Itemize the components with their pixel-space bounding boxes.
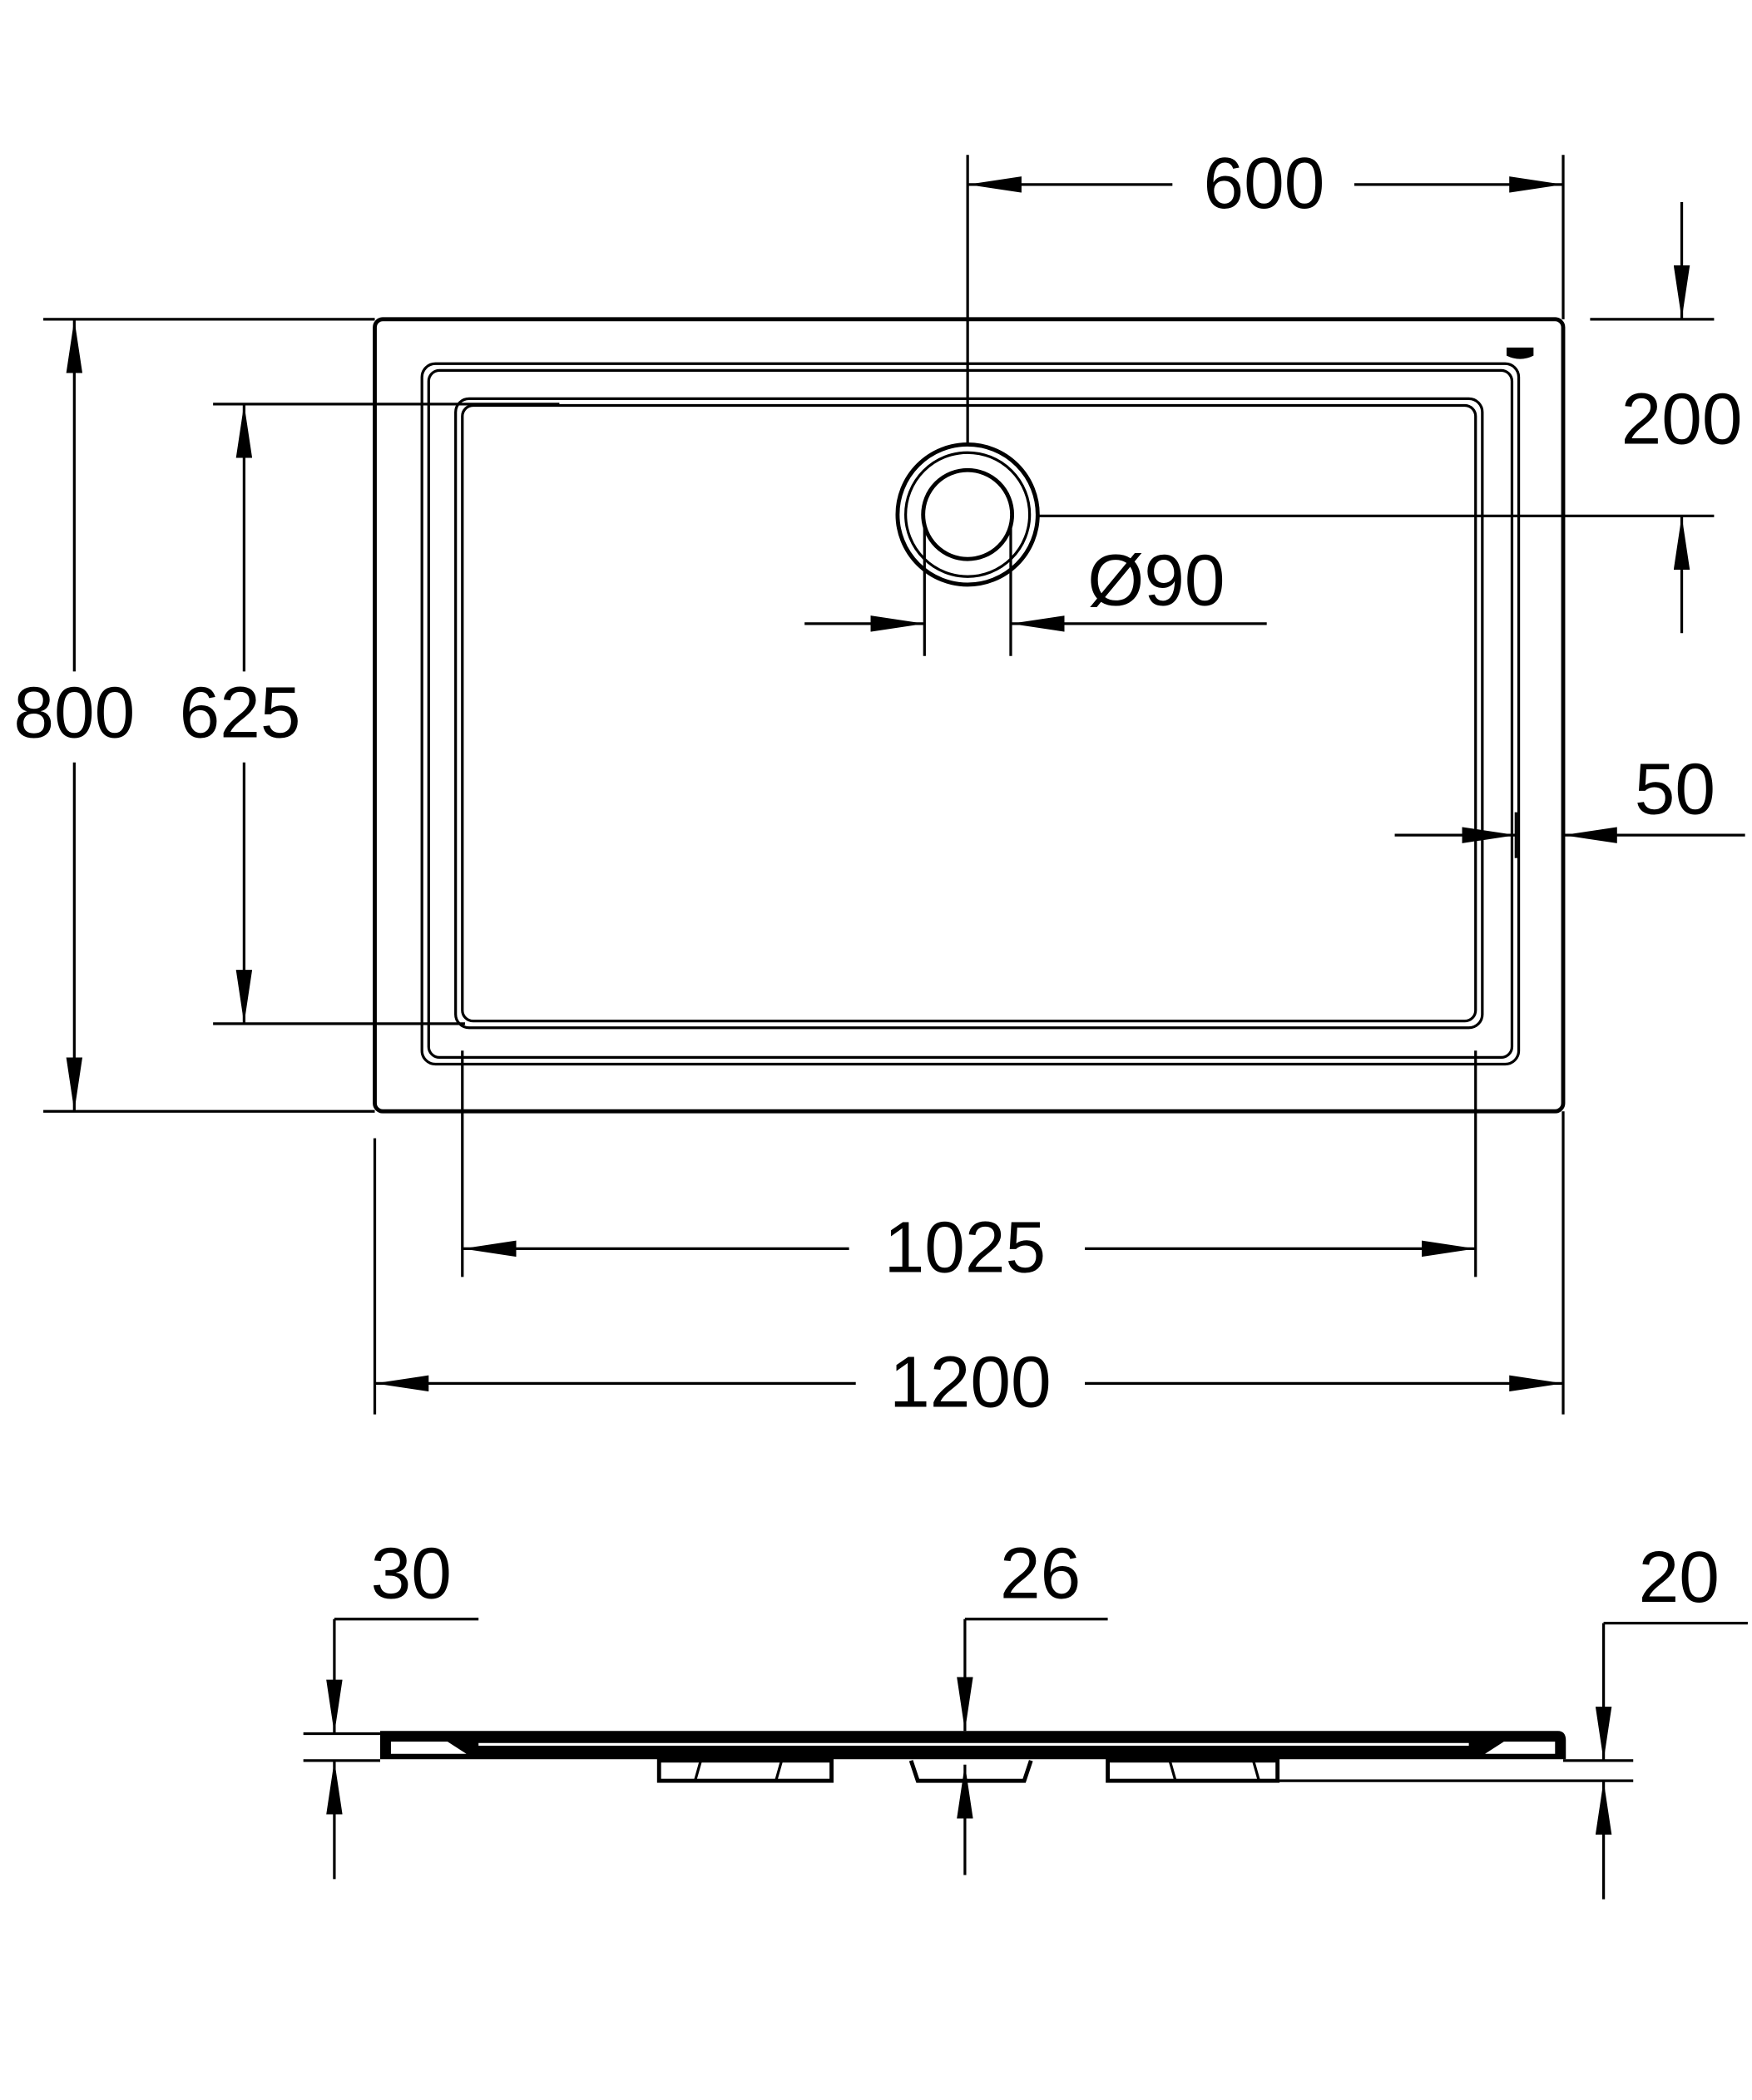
dimension-drain-diameter: Ø90	[804, 525, 1267, 656]
dimension-label-20: 20	[1639, 1536, 1720, 1618]
dimension-inner-length: 1025	[461, 1050, 1477, 1288]
dimension-drain-height: 26	[957, 1532, 1108, 1875]
label-background	[1612, 378, 1751, 460]
dimension-rim-height: 20	[1277, 1536, 1748, 1900]
dimension-label-30: 30	[371, 1532, 452, 1613]
dimension-inner-width: 625	[171, 403, 560, 1025]
drain-inner	[921, 467, 1015, 561]
dimension-label-1200: 1200	[889, 1341, 1052, 1422]
dimension-overall-length: 1200	[373, 1111, 1565, 1423]
dimension-label-50: 50	[1635, 749, 1715, 830]
label-background	[171, 671, 309, 754]
dimension-drain-offset-y: 200	[1037, 201, 1751, 634]
label-background	[362, 1532, 460, 1614]
dimension-label-26: 26	[1000, 1532, 1081, 1613]
label-background	[1195, 141, 1334, 224]
dimension-overall-width: 800	[5, 318, 375, 1113]
tray-basin	[454, 397, 1484, 1030]
foot-left	[656, 1758, 834, 1783]
dimension-label-625: 625	[180, 671, 301, 753]
label-background	[1079, 539, 1234, 621]
tray-side-view	[379, 1731, 1566, 1783]
foot-right	[1106, 1758, 1280, 1783]
dimension-rim-width: 50	[1394, 748, 1745, 843]
dimension-label-800: 800	[13, 671, 135, 753]
tray-rim-edge	[420, 362, 1521, 1066]
label-background	[992, 1532, 1089, 1614]
dimension-label-600: 600	[1204, 142, 1325, 224]
dimension-label-diameter: Ø90	[1087, 540, 1225, 621]
label-background	[5, 671, 143, 754]
label-background	[881, 1341, 1060, 1423]
drain-outer	[895, 442, 1040, 587]
drain-body	[908, 1760, 1033, 1783]
label-background	[1626, 748, 1724, 830]
dimension-edge-height: 30	[303, 1532, 479, 1880]
dimension-drain-offset-x: 600	[966, 141, 1565, 445]
tray-rim-edge-inner	[427, 368, 1514, 1060]
dimension-label-1025: 1025	[884, 1206, 1047, 1287]
drain-ring	[904, 451, 1032, 578]
label-background	[875, 1206, 1054, 1288]
tray-basin-inner	[461, 403, 1477, 1023]
logo-mark	[1506, 347, 1534, 359]
dimension-label-200: 200	[1621, 378, 1743, 459]
label-background	[1630, 1536, 1728, 1618]
